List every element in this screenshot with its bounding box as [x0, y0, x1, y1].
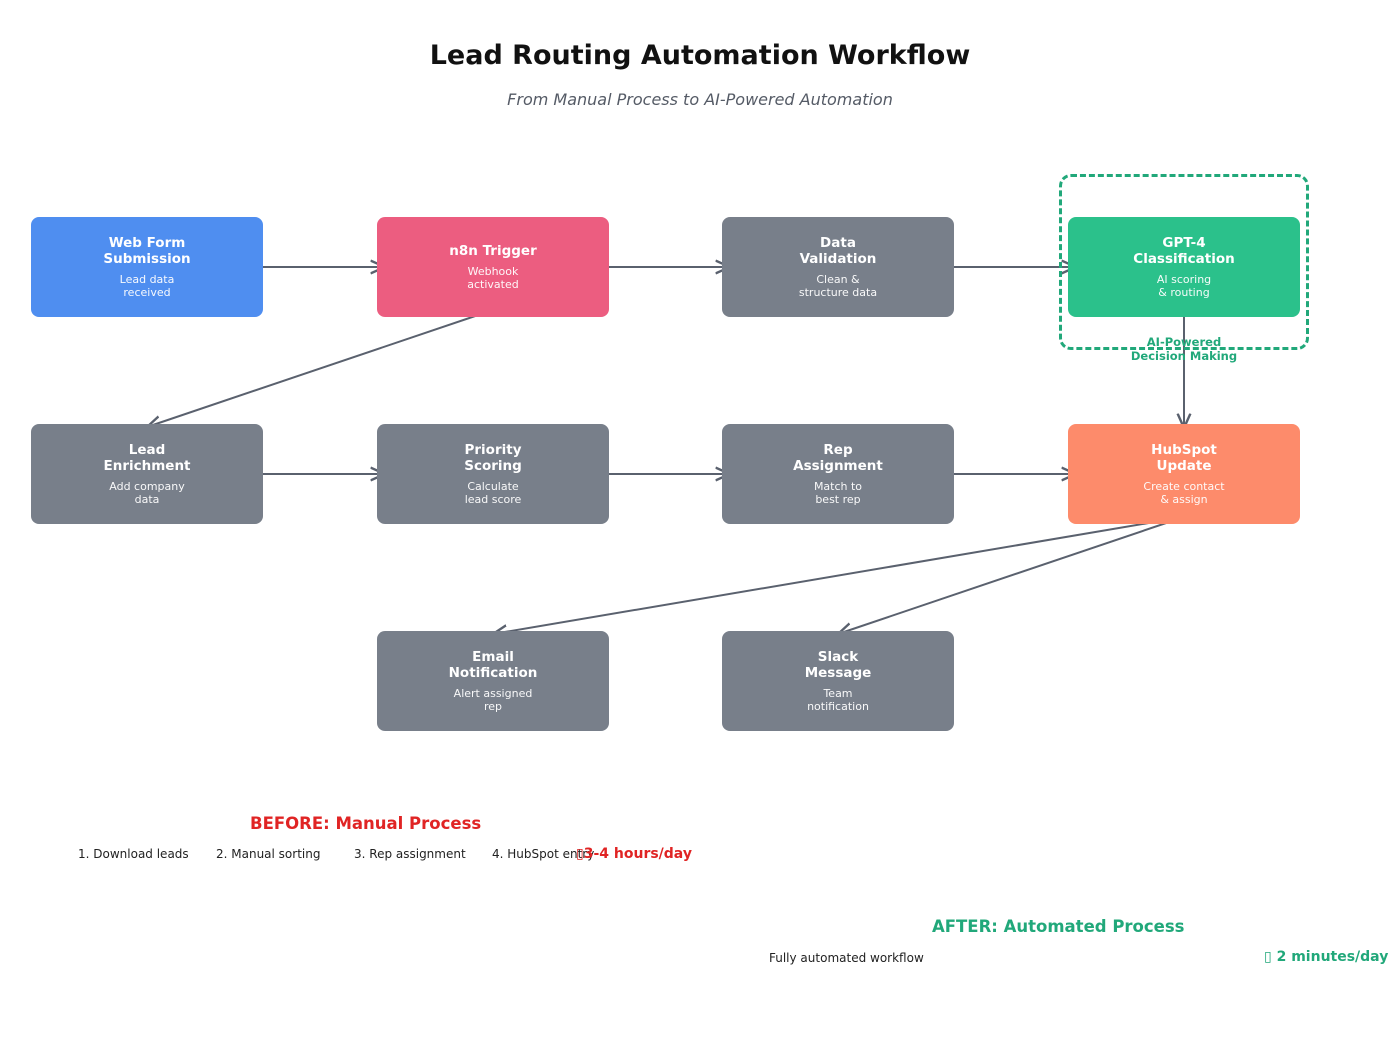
after-time-cost: ▯ 2 minutes/day	[1264, 949, 1388, 965]
diagram-title: Lead Routing Automation Workflow	[429, 40, 971, 71]
node-title: n8n Trigger	[449, 243, 537, 259]
node-description: Webhook activated	[467, 265, 519, 291]
node-title: GPT-4 Classification	[1133, 235, 1235, 267]
node-gpt4-classification[interactable]: GPT-4 Classification AI scoring & routin…	[1068, 217, 1300, 317]
before-time-cost: ▯3-4 hours/day	[576, 846, 692, 862]
node-title: Email Notification	[448, 649, 538, 681]
diagram-subtitle: From Manual Process to AI-Powered Automa…	[507, 90, 893, 109]
node-rep-assignment[interactable]: Rep Assignment Match to best rep	[722, 424, 954, 524]
node-title: Web Form Submission	[103, 235, 191, 267]
node-hubspot-update[interactable]: HubSpot Update Create contact & assign	[1068, 424, 1300, 524]
node-data-validation[interactable]: Data Validation Clean & structure data	[722, 217, 954, 317]
node-title: HubSpot Update	[1151, 442, 1217, 474]
before-step-download: 1. Download leads	[78, 847, 189, 861]
clock-glyph-icon: ▯	[576, 846, 584, 862]
node-description: Calculate lead score	[464, 480, 522, 506]
node-lead-enrichment[interactable]: Lead Enrichment Add company data	[31, 424, 263, 524]
before-time-text: 3-4 hours/day	[583, 846, 692, 862]
before-step-assignment: 3. Rep assignment	[354, 847, 466, 861]
node-title: Priority Scoring	[464, 442, 522, 474]
node-title: Slack Message	[804, 649, 872, 681]
ai-decision-group	[1059, 174, 1309, 350]
node-description: Match to best rep	[813, 480, 863, 506]
node-title: Rep Assignment	[793, 442, 883, 474]
after-time-text: 2 minutes/day	[1276, 949, 1389, 965]
before-section-title: BEFORE: Manual Process	[250, 814, 482, 833]
node-description: Create contact & assign	[1143, 480, 1225, 506]
before-step-hubspot: 4. HubSpot entry	[492, 847, 595, 861]
node-priority-scoring[interactable]: Priority Scoring Calculate lead score	[377, 424, 609, 524]
node-description: Team notification	[807, 687, 869, 713]
node-description: AI scoring & routing	[1156, 273, 1212, 299]
after-section-title: AFTER: Automated Process	[932, 917, 1185, 936]
node-n8n-trigger[interactable]: n8n Trigger Webhook activated	[377, 217, 609, 317]
edge-group	[147, 267, 1184, 634]
before-step-sorting: 2. Manual sorting	[216, 847, 321, 861]
node-description: Lead data received	[119, 273, 175, 299]
edge-n8n-trigger-to-lead-enrichment	[147, 309, 494, 427]
node-title: Lead Enrichment	[103, 442, 191, 474]
after-description: Fully automated workflow	[769, 951, 924, 965]
node-web-form-submission[interactable]: Web Form Submission Lead data received	[31, 217, 263, 317]
node-email-notification[interactable]: Email Notification Alert assigned rep	[377, 631, 609, 731]
node-title: Data Validation	[799, 235, 877, 267]
edge-hubspot-update-to-slack-message	[838, 516, 1185, 634]
node-description: Clean & structure data	[798, 273, 878, 299]
edge-hubspot-update-to-email-notification	[493, 516, 1185, 634]
node-description: Alert assigned rep	[453, 687, 533, 713]
node-slack-message[interactable]: Slack Message Team notification	[722, 631, 954, 731]
node-description: Add company data	[109, 480, 185, 506]
ai-decision-label: AI-Powered Decision Making	[1130, 335, 1238, 363]
clock-glyph-icon: ▯	[1264, 949, 1272, 965]
